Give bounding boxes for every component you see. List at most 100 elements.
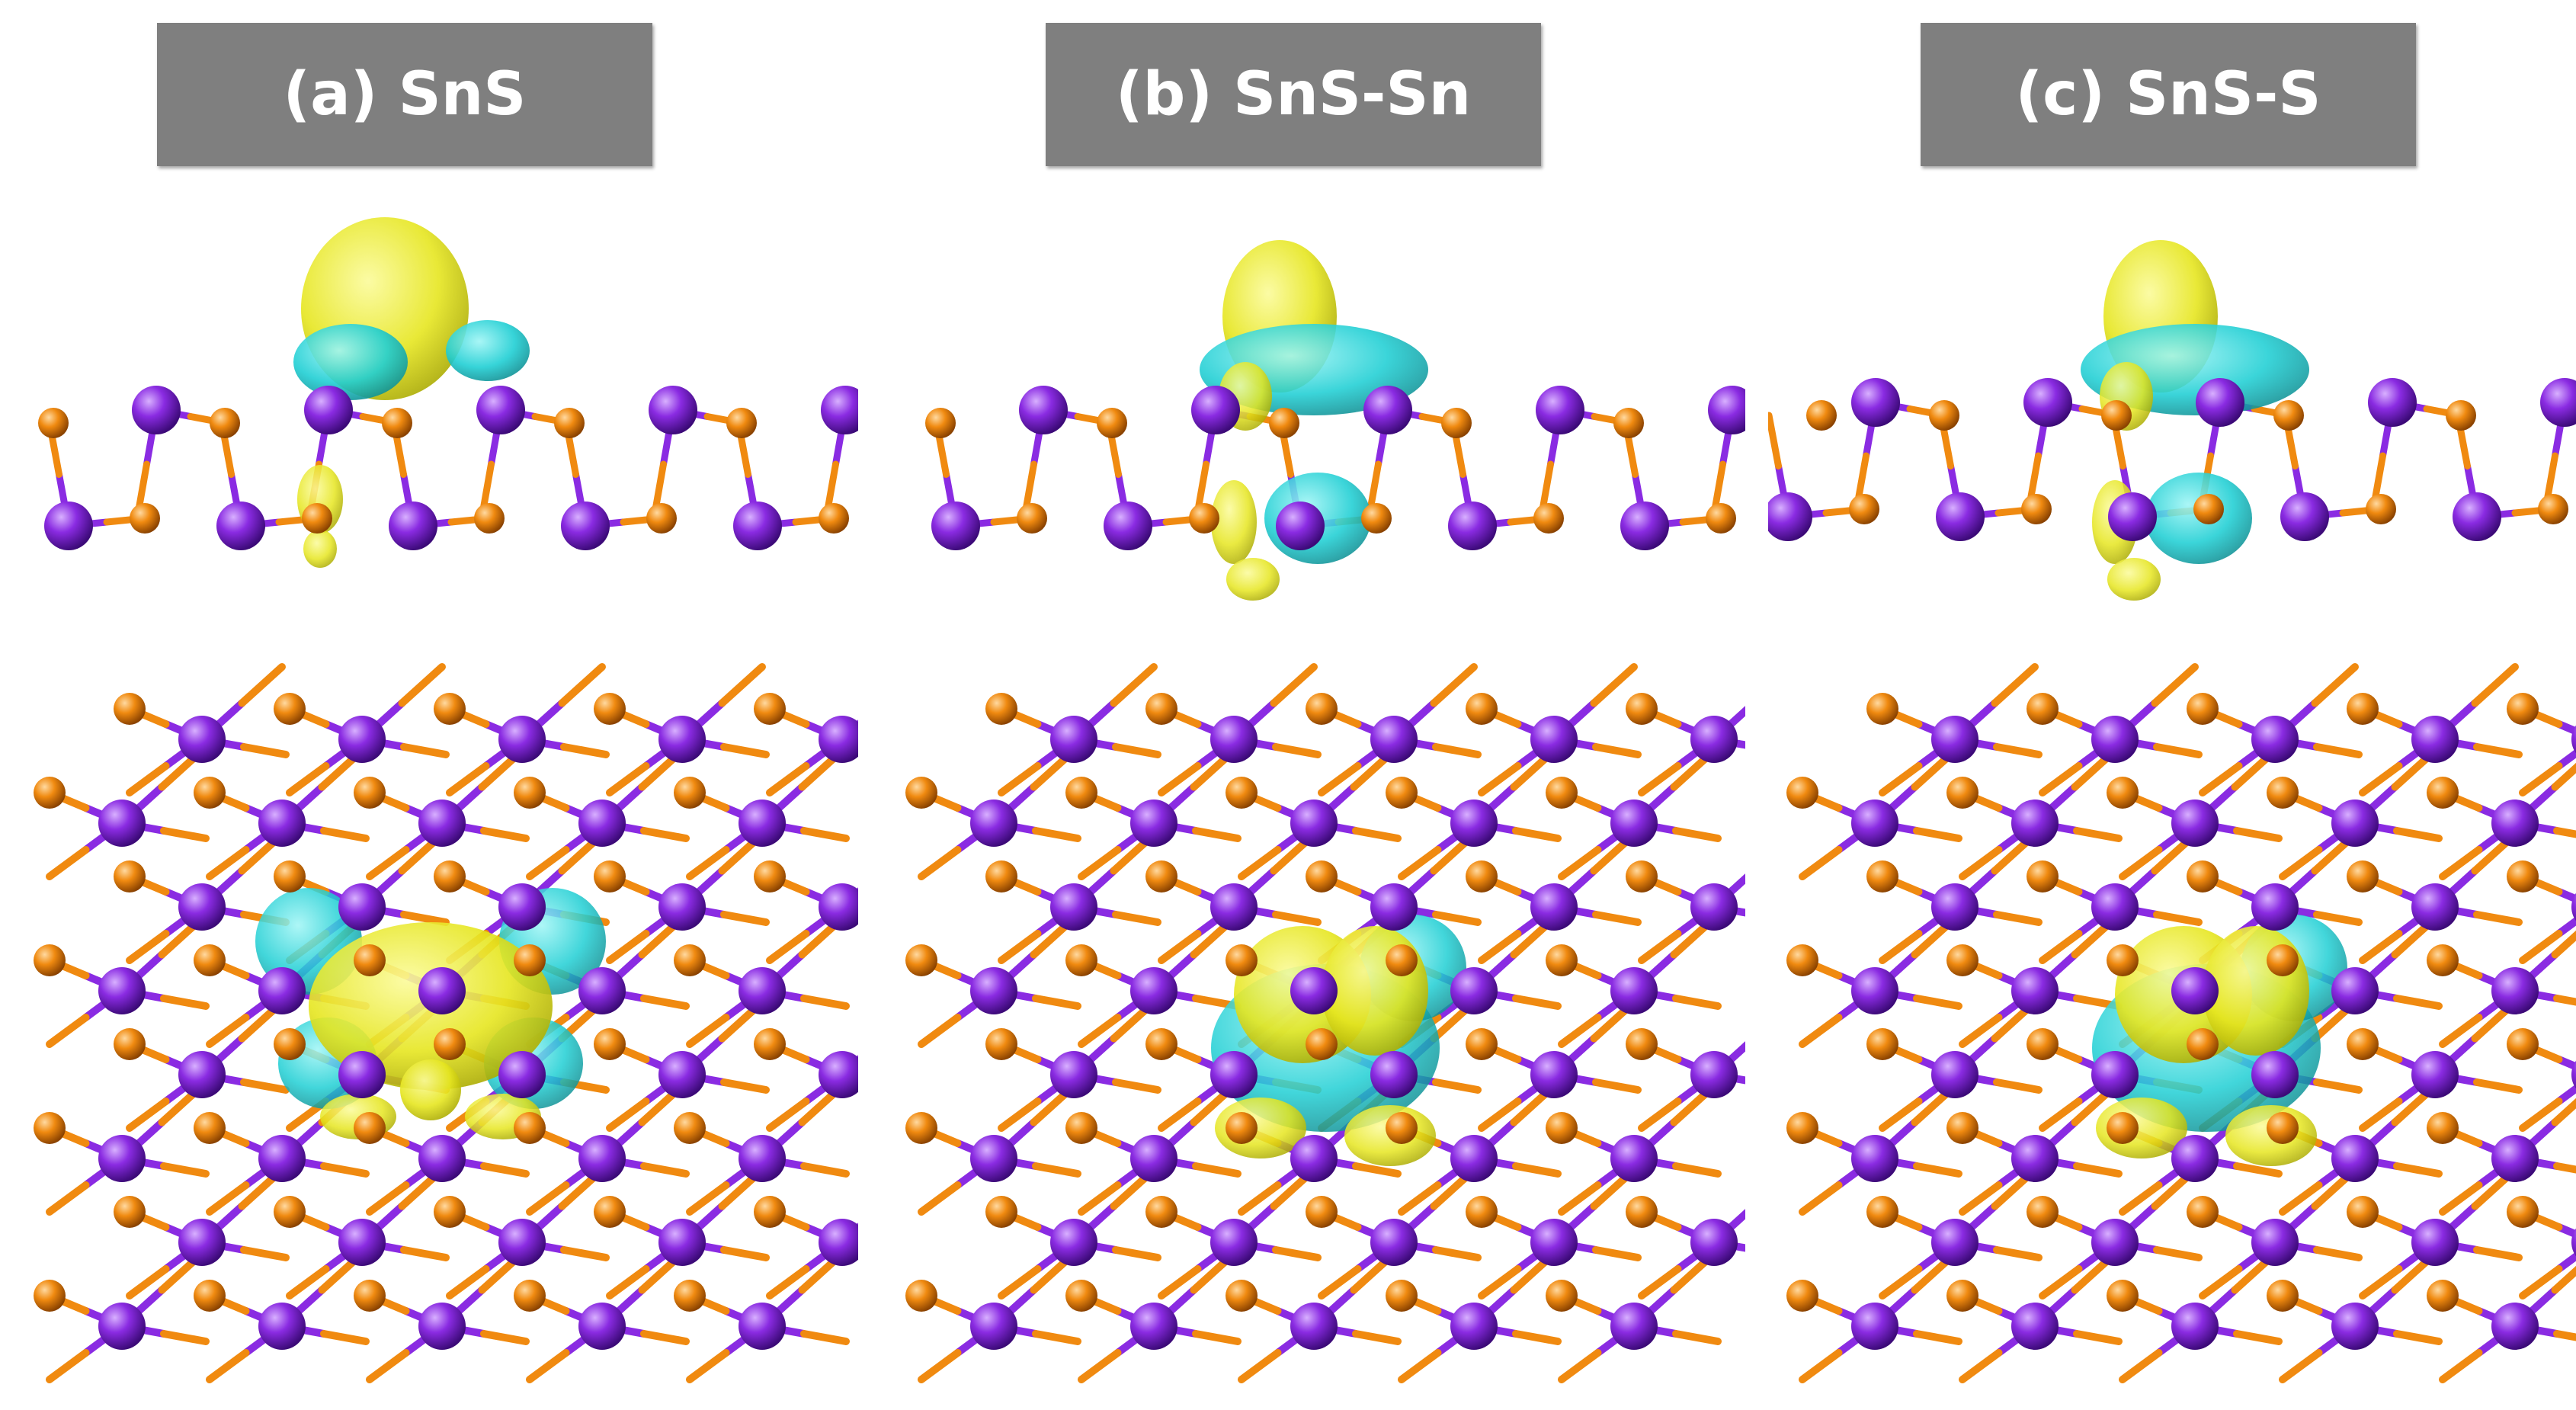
sn-s-bond xyxy=(1558,1181,1602,1216)
s-atom xyxy=(985,1028,1017,1060)
s-atom xyxy=(1306,1196,1338,1228)
sn-s-bond xyxy=(1272,743,1322,758)
sn-atom xyxy=(970,1303,1017,1350)
s-atom xyxy=(194,1112,226,1144)
s-atom xyxy=(1145,1196,1177,1228)
s-atom xyxy=(594,860,626,892)
s-atom xyxy=(1626,693,1658,725)
sn-s-bond xyxy=(2519,930,2563,964)
sn-s-bond xyxy=(1592,743,1642,758)
sn-s-bond xyxy=(2119,846,2163,880)
s-atom xyxy=(274,1196,306,1228)
sn-s-bond xyxy=(286,1265,330,1299)
s-atom xyxy=(2027,1028,2059,1060)
sn-atom xyxy=(476,386,525,434)
sn-s-bond xyxy=(1158,1098,1202,1132)
sn-atom xyxy=(1931,1219,1978,1266)
s-atom xyxy=(1226,944,1258,976)
sn-atom xyxy=(498,716,546,763)
charge-depletion-isosurface xyxy=(293,324,408,400)
sn-atom xyxy=(2571,1060,2576,1089)
s-atom xyxy=(674,1280,706,1312)
s-atom xyxy=(905,1280,937,1312)
sn-s-bond xyxy=(2553,995,2576,1006)
sn-s-bond xyxy=(1478,930,1522,964)
sn-s-bond xyxy=(2553,1330,2576,1341)
sn-s-bond xyxy=(1558,1014,1602,1048)
sn-s-bond xyxy=(1272,1246,1322,1261)
s-atom xyxy=(1866,1028,1898,1060)
sn-atom xyxy=(2331,800,2379,847)
sn-atom xyxy=(1450,967,1498,1014)
s-atom xyxy=(2027,693,2059,725)
sn-s-bond xyxy=(2473,743,2523,758)
s-atom xyxy=(302,503,332,534)
sn-atom xyxy=(1290,1135,1338,1182)
sn-atom xyxy=(1708,386,1745,434)
sn-s-bond xyxy=(46,1181,90,1216)
sn-s-bond xyxy=(2551,1098,2576,1126)
s-atom xyxy=(474,503,505,534)
sn-atom xyxy=(2091,1219,2139,1266)
s-atom xyxy=(514,1112,546,1144)
sn-atom xyxy=(1130,800,1177,847)
sn-s-bond xyxy=(2313,1246,2363,1261)
sn-s-bond xyxy=(320,1330,370,1345)
sn-atom xyxy=(1370,716,1418,763)
sn-s-bond xyxy=(126,930,170,964)
sn-s-bond xyxy=(1879,1265,1923,1299)
s-atom xyxy=(2187,1028,2219,1060)
sn-s-bond xyxy=(2039,1265,2083,1299)
sn-s-bond xyxy=(206,846,250,880)
sn-s-bond xyxy=(1672,995,1722,1010)
sn-s-bond xyxy=(1110,663,1158,707)
sn-atom xyxy=(2091,716,2139,763)
sn-s-bond xyxy=(560,743,610,758)
sn-atom xyxy=(2171,967,2219,1014)
s-atom xyxy=(674,1112,706,1144)
sn-atom xyxy=(931,502,980,550)
sn-s-bond xyxy=(1432,1246,1482,1261)
sn-s-bond xyxy=(46,1014,90,1048)
sn-atom xyxy=(1690,1051,1738,1098)
sn-atom xyxy=(2331,1303,2379,1350)
sn-atom xyxy=(1210,883,1258,931)
sn-s-bond xyxy=(2519,1098,2563,1132)
sn-s-bond xyxy=(606,1098,650,1132)
sn-s-bond xyxy=(160,995,210,1010)
sn-atom xyxy=(338,1219,386,1266)
sn-atom xyxy=(1130,967,1177,1014)
sn-atom xyxy=(1050,1219,1097,1266)
sn-s-bond xyxy=(1158,930,1202,964)
sn-s-bond xyxy=(1799,1181,1843,1216)
s-atom xyxy=(726,408,757,438)
sn-atom xyxy=(578,967,626,1014)
sn-s-bond xyxy=(1993,1078,2043,1094)
s-atom xyxy=(819,503,849,534)
sn-s-bond xyxy=(686,1349,730,1383)
sn-atom xyxy=(2251,883,2299,931)
sn-s-bond xyxy=(480,1162,530,1178)
sn-s-bond xyxy=(1638,930,1682,964)
s-atom xyxy=(1466,1028,1498,1060)
sn-s-bond xyxy=(1558,1349,1602,1383)
sn-s-bond xyxy=(1352,1330,1402,1345)
s-atom xyxy=(2347,860,2379,892)
sn-atom xyxy=(338,883,386,931)
sn-s-bond xyxy=(2151,663,2199,707)
sn-atom xyxy=(98,1135,146,1182)
sn-s-bond xyxy=(2073,1162,2123,1178)
s-atom xyxy=(2507,1196,2539,1228)
sn-atom xyxy=(1276,502,1325,550)
s-atom xyxy=(2027,1196,2059,1228)
panel-title: (c) SnS-S xyxy=(1921,23,2416,166)
side-view xyxy=(1768,240,2576,601)
s-atom xyxy=(1626,1196,1658,1228)
sn-atom xyxy=(739,1135,786,1182)
sn-s-bond xyxy=(2313,743,2363,758)
sn-s-bond xyxy=(206,1014,250,1048)
sn-s-bond xyxy=(766,1098,810,1132)
sn-atom xyxy=(258,800,306,847)
sn-s-bond xyxy=(640,827,690,842)
sn-atom xyxy=(819,883,858,931)
